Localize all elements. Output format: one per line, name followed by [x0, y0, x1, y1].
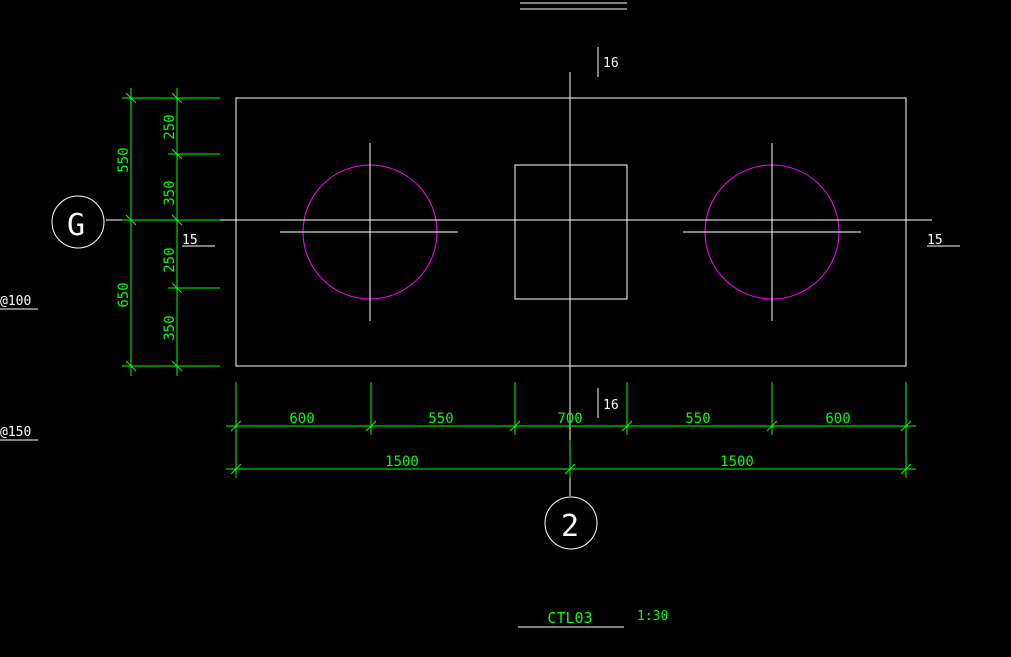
drawing-title-name: CTL03	[547, 609, 592, 627]
axis-bubble-2: 2	[544, 496, 598, 550]
top-marker	[520, 2, 627, 10]
dim-bottom-overall-1: 1500	[385, 454, 419, 470]
rebar-note-1-text: @100	[0, 294, 31, 309]
bottom-dimensions: 600 550 700 550 600 1500 1500	[226, 382, 916, 478]
axis-bubble-g: G	[51, 195, 105, 249]
axis-label-g: G	[67, 208, 85, 243]
dim-left-overall-2: 650	[116, 282, 132, 307]
rebar-note-2: @150	[0, 425, 38, 441]
dim-bottom-detail-5: 600	[825, 411, 850, 427]
dim-bottom-detail-4: 550	[685, 411, 710, 427]
dim-bottom-overall-2: 1500	[720, 454, 754, 470]
pile-cap-outline	[235, 97, 907, 367]
rebar-note-1: @100	[0, 294, 38, 310]
dim-bottom-detail-3: 700	[557, 411, 582, 427]
section-mark-left: 15	[182, 233, 215, 248]
dim-left-detail-4: 350	[162, 315, 178, 340]
dim-bottom-detail-1: 600	[289, 411, 314, 427]
section-mark-right: 15	[927, 233, 960, 248]
dim-left-detail-3: 250	[162, 247, 178, 272]
column-outline	[514, 164, 628, 300]
section-mark-top-label: 16	[603, 56, 619, 71]
section-mark-bottom: 16	[597, 388, 619, 418]
pile-centerlines	[280, 143, 861, 321]
left-dimensions: 550 650 250 350 250 350	[116, 88, 220, 376]
section-mark-left-label: 15	[182, 233, 198, 248]
dim-bottom-detail-2: 550	[428, 411, 453, 427]
dim-left-detail-1: 250	[162, 114, 178, 139]
axis-label-2: 2	[561, 509, 579, 544]
drawing-title: CTL03 1:30	[518, 609, 668, 628]
dim-left-overall-1: 550	[116, 147, 132, 172]
dim-left-detail-2: 350	[162, 180, 178, 205]
rebar-note-2-text: @150	[0, 425, 31, 440]
section-mark-right-label: 15	[927, 233, 943, 248]
section-mark-bottom-label: 16	[603, 398, 619, 413]
drawing-scale: 1:30	[637, 609, 668, 624]
section-mark-top: 16	[597, 47, 619, 77]
